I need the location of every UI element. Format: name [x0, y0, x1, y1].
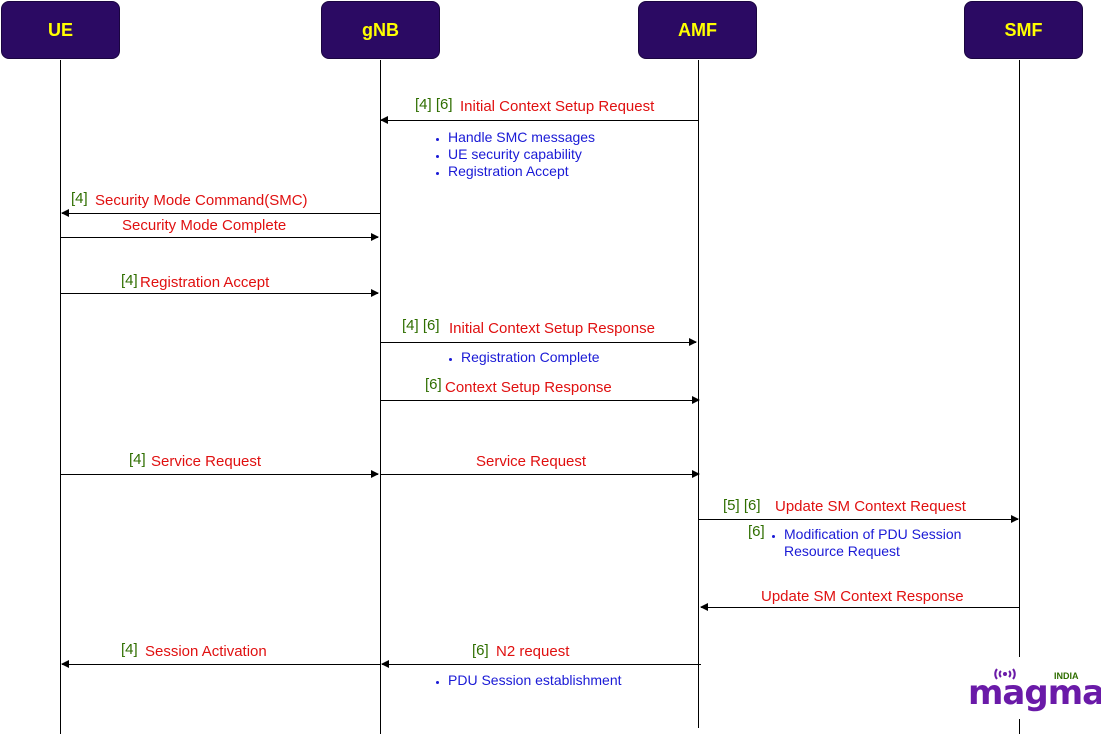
m6-arrow	[380, 396, 700, 404]
m9-note-ref: [6]	[748, 523, 765, 540]
m4-arrow	[60, 289, 379, 297]
m4-label: Registration Accept	[140, 274, 270, 291]
m8-label: Service Request	[476, 453, 587, 470]
m3-arrow	[60, 233, 379, 241]
logo-tag: INDIA	[1054, 671, 1079, 681]
m11-ref: [4]	[121, 641, 138, 658]
m1-ref: [4] [6]	[415, 96, 453, 113]
logo-text: magma	[968, 673, 1101, 713]
m12-bullets: PDU Session establishment	[430, 672, 622, 689]
m7-arrow	[60, 470, 379, 478]
m1-bullet-3: Registration Accept	[448, 163, 595, 180]
lifeline-gnb	[380, 60, 381, 734]
m11-arrow	[61, 660, 380, 668]
actor-ue: UE	[1, 1, 120, 59]
m9-bullet-line-2: Resource Request	[784, 543, 900, 559]
antenna-icon	[994, 668, 1016, 680]
m12-label: N2 request	[496, 643, 570, 660]
m1-bullets: Handle SMC messages UE security capabili…	[430, 129, 595, 180]
m2-label: Security Mode Command(SMC)	[95, 192, 308, 209]
m1-label: Initial Context Setup Request	[460, 98, 655, 115]
m11-label: Session Activation	[145, 643, 267, 660]
m10-label: Update SM Context Response	[761, 588, 964, 605]
m7-label: Service Request	[151, 453, 262, 470]
actor-smf: SMF	[964, 1, 1083, 59]
m3-label: Security Mode Complete	[122, 217, 287, 234]
actor-amf: AMF	[638, 1, 757, 59]
m9-arrow	[698, 515, 1019, 523]
m1-bullet-2: UE security capability	[448, 146, 595, 163]
m9-ref: [5] [6]	[723, 497, 761, 514]
m2-arrow	[61, 209, 380, 217]
m12-ref: [6]	[472, 642, 489, 659]
m5-label: Initial Context Setup Response	[449, 320, 655, 337]
lifeline-smf	[1019, 60, 1020, 734]
m9-label: Update SM Context Request	[775, 498, 966, 515]
lifeline-ue	[60, 60, 61, 734]
m12-arrow	[381, 660, 701, 668]
m6-label: Context Setup Response	[445, 379, 612, 396]
m9-bullet-line-1: Modification of PDU Session	[784, 526, 962, 542]
m5-ref: [4] [6]	[402, 317, 440, 334]
m10-arrow	[700, 603, 1019, 611]
magma-logo: magma INDIA	[960, 657, 1101, 719]
m2-ref: [4]	[71, 190, 88, 207]
m4-ref: [4]	[121, 272, 138, 289]
m1-bullet-1: Handle SMC messages	[448, 129, 595, 146]
m1-arrow	[380, 116, 698, 124]
m7-ref: [4]	[129, 451, 146, 468]
m8-arrow	[380, 470, 700, 478]
m5-arrow	[380, 338, 697, 346]
m5-bullet-1: Registration Complete	[461, 349, 600, 366]
lifeline-amf	[698, 60, 699, 728]
actor-gnb: gNB	[321, 1, 440, 59]
m12-bullet-1: PDU Session establishment	[448, 672, 622, 689]
m6-ref: [6]	[425, 376, 442, 393]
m5-bullets: Registration Complete	[443, 349, 600, 366]
